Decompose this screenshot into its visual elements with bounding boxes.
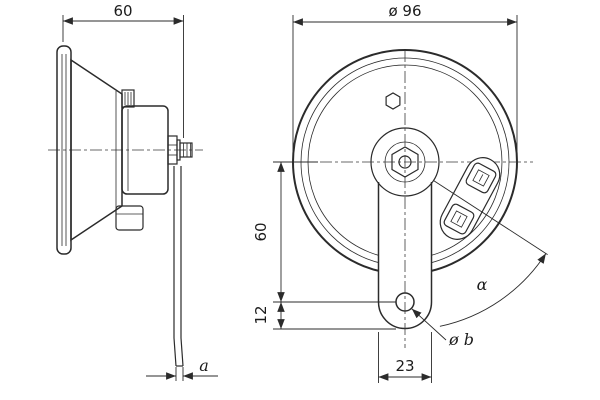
dim-depth: 60	[62, 2, 184, 138]
front-view: α ø 96 60 12 23 ø b	[252, 2, 548, 383]
dim-diameter-label: ø 96	[388, 2, 421, 20]
dim-center-to-hole: 60	[252, 161, 396, 303]
dim-bracket-thickness: a	[146, 356, 218, 381]
dim-hole-diameter: ø b	[411, 308, 474, 349]
terminal-2	[443, 203, 475, 235]
angle-arc	[439, 253, 547, 327]
dim-bracket-thickness-label: a	[199, 356, 209, 375]
dim-hole-to-end-label: 12	[252, 305, 270, 324]
terminal-connector	[439, 157, 501, 240]
dim-strap-width: 23	[378, 332, 432, 383]
dim-hole-to-end: 12	[252, 302, 396, 330]
stud-thread	[179, 142, 193, 158]
lower-housing	[115, 205, 144, 231]
hole-leader-line	[411, 308, 447, 341]
dim-hole-diameter-label: ø b	[448, 330, 474, 349]
cover-screw-hex	[385, 92, 401, 110]
bracket-side	[173, 166, 184, 367]
tone-screw	[121, 89, 135, 108]
side-view: 60 a	[48, 2, 218, 381]
mounting-stud	[167, 135, 193, 165]
angle-reference-line	[433, 180, 548, 255]
dim-strap-width-label: 23	[395, 357, 414, 375]
dim-depth-label: 60	[113, 2, 132, 20]
terminal-1	[465, 162, 497, 194]
angle-label: α	[477, 275, 488, 294]
dim-center-to-hole-label: 60	[252, 222, 270, 241]
dim-diameter: ø 96	[292, 2, 518, 152]
